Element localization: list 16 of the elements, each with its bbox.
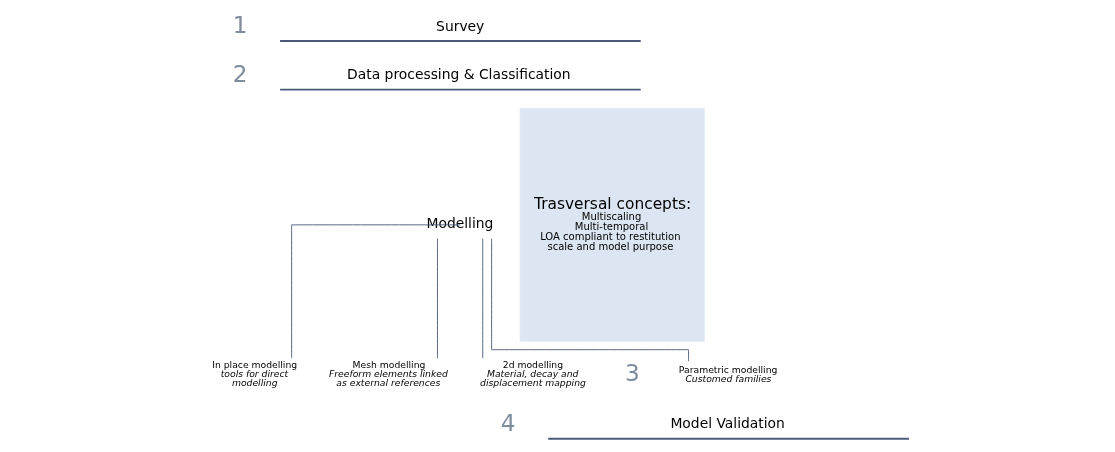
node-text: Mesh modelling Freeform elements linked as external references (329, 358, 448, 389)
node-text: Parametric modelling Customed families (678, 363, 778, 384)
node-text: Data processing & Classification (347, 66, 571, 83)
connector (437, 238, 438, 359)
node-text: Model Validation (670, 415, 785, 432)
node-box: Trasversal concepts: Multiscaling Multi-temporal LOA compliant to restitution scale and model purpose (519, 108, 705, 342)
node-text: In place modelling tools for direct modelling (212, 358, 298, 389)
label: 1 (232, 11, 248, 38)
connector (291, 224, 461, 359)
node-text: Survey (436, 17, 485, 34)
connector (482, 238, 484, 359)
node-text: 2d modelling Material, decay and displacement mapping (480, 358, 586, 389)
label: 2 (232, 60, 248, 87)
label: 3 (624, 359, 640, 386)
node-text: Modelling (426, 215, 494, 232)
label: 4 (500, 409, 516, 436)
